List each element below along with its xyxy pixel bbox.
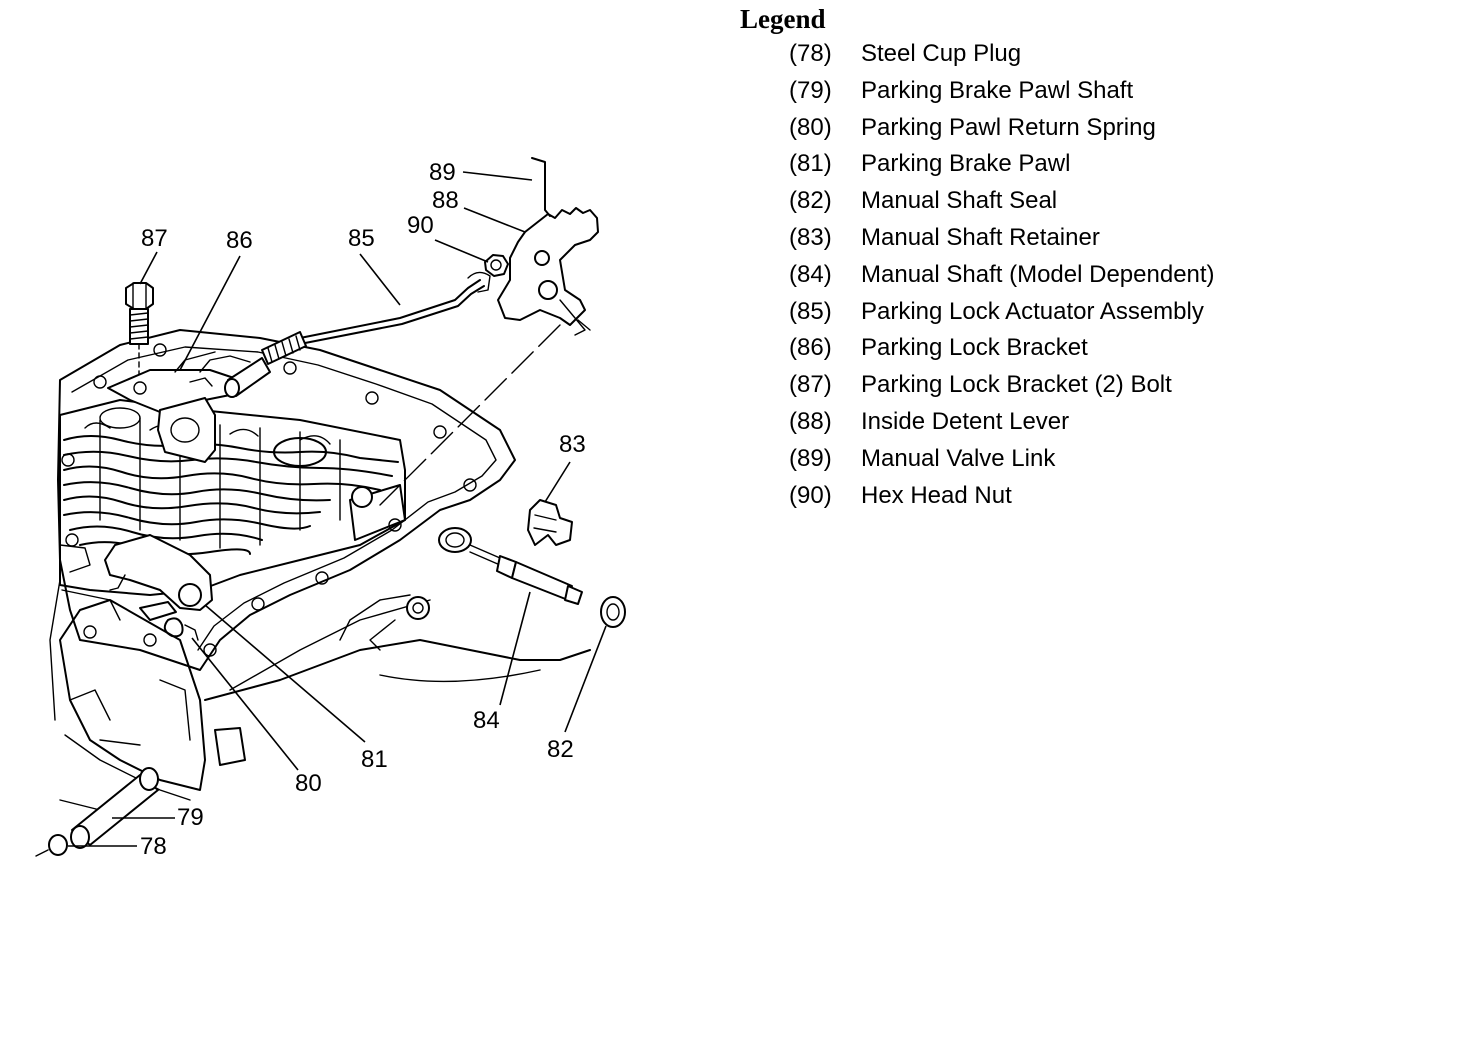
- legend-item-label: Parking Lock Bracket: [861, 334, 1088, 362]
- legend-item-number: (87): [789, 371, 832, 399]
- legend-item-number: (86): [789, 334, 832, 362]
- hex-head-nut: [484, 254, 509, 277]
- leader-lines: [68, 171, 607, 847]
- callout-85: 85: [348, 225, 375, 252]
- callout-89: 89: [429, 159, 456, 186]
- legend-item-label: Parking Pawl Return Spring: [861, 113, 1156, 141]
- legend-item-number: (79): [789, 76, 832, 104]
- legend-item-number: (82): [789, 187, 832, 215]
- legend-item: (83) Manual Shaft Retainer: [740, 220, 1460, 257]
- inside-detent-lever: [497, 207, 599, 336]
- legend-item-number: (81): [789, 150, 832, 178]
- legend-title: Legend: [740, 4, 826, 34]
- callout-83: 83: [559, 431, 586, 458]
- callout-82: 82: [547, 736, 574, 763]
- transmission-case: [49, 329, 591, 816]
- legend-item-label: Parking Brake Pawl: [861, 150, 1071, 178]
- legend-item-label: Manual Valve Link: [861, 444, 1056, 472]
- legend-item: (85) Parking Lock Actuator Assembly: [740, 294, 1460, 331]
- legend-item-number: (78): [789, 40, 832, 67]
- legend-item: (86) Parking Lock Bracket: [740, 330, 1460, 367]
- legend-item-label: Parking Lock Bracket (2) Bolt: [861, 371, 1172, 399]
- callout-90: 90: [407, 212, 434, 239]
- legend-item: (89) Manual Valve Link: [740, 441, 1460, 478]
- parking-lock-bracket-bolt: [125, 282, 154, 386]
- legend-item-number: (89): [789, 444, 832, 472]
- callout-87: 87: [141, 225, 168, 252]
- gasket-bolt-holes: [61, 343, 477, 657]
- legend-item: (87) Parking Lock Bracket (2) Bolt: [740, 367, 1460, 404]
- legend-item-label: Manual Shaft Seal: [861, 187, 1058, 215]
- parking-lock-actuator-assembly: [224, 271, 491, 398]
- legend-item-label: Steel Cup Plug: [861, 40, 1022, 67]
- callout-80: 80: [295, 770, 322, 797]
- legend-item: (88) Inside Detent Lever: [740, 404, 1460, 441]
- callout-86: 86: [226, 227, 253, 254]
- legend-item-number: (90): [789, 481, 832, 509]
- legend-item: (90) Hex Head Nut: [740, 478, 1460, 515]
- steel-cup-plug: [35, 834, 68, 857]
- manual-shaft-retainer: [527, 499, 573, 546]
- callout-81: 81: [361, 746, 388, 773]
- callout-labels: 87 86 85 90 88 89 83 84 82 81 80 79 78: [140, 159, 586, 860]
- legend-item: (78) Steel Cup Plug: [740, 36, 1460, 73]
- legend-item-number: (88): [789, 407, 832, 435]
- legend-item-label: Hex Head Nut: [861, 481, 1012, 509]
- valve-body-passages: [59, 407, 399, 621]
- legend-item: (82) Manual Shaft Seal: [740, 183, 1460, 220]
- legend-item: (80) Parking Pawl Return Spring: [740, 110, 1460, 147]
- legend: Legend (78) Steel Cup Plug (79) Parking Br…: [740, 4, 1460, 514]
- parking-brake-pawl-shaft: [70, 767, 159, 849]
- parking-pawl-return-spring: [139, 601, 199, 641]
- legend-item-label: Parking Lock Actuator Assembly: [861, 297, 1204, 325]
- callout-78: 78: [140, 833, 167, 860]
- legend-item-label: Parking Brake Pawl Shaft: [861, 76, 1134, 104]
- legend-item-number: (83): [789, 223, 832, 251]
- legend-item: (81) Parking Brake Pawl: [740, 146, 1460, 183]
- legend-item-label: Manual Shaft (Model Dependent): [861, 260, 1215, 288]
- legend-item-number: (85): [789, 297, 832, 325]
- manual-shaft-seal: [600, 596, 626, 628]
- legend-item: (79) Parking Brake Pawl Shaft: [740, 73, 1460, 110]
- callout-79: 79: [177, 804, 204, 831]
- legend-item-number: (80): [789, 113, 832, 141]
- legend-item: (84) Manual Shaft (Model Dependent): [740, 257, 1460, 294]
- callout-84: 84: [473, 707, 500, 734]
- manual-shaft: [438, 527, 583, 605]
- legend-item-label: Manual Shaft Retainer: [861, 223, 1100, 251]
- legend-item-label: Inside Detent Lever: [861, 407, 1070, 435]
- manual-valve-link: [531, 157, 551, 217]
- callout-88: 88: [432, 187, 459, 214]
- legend-item-number: (84): [789, 260, 832, 288]
